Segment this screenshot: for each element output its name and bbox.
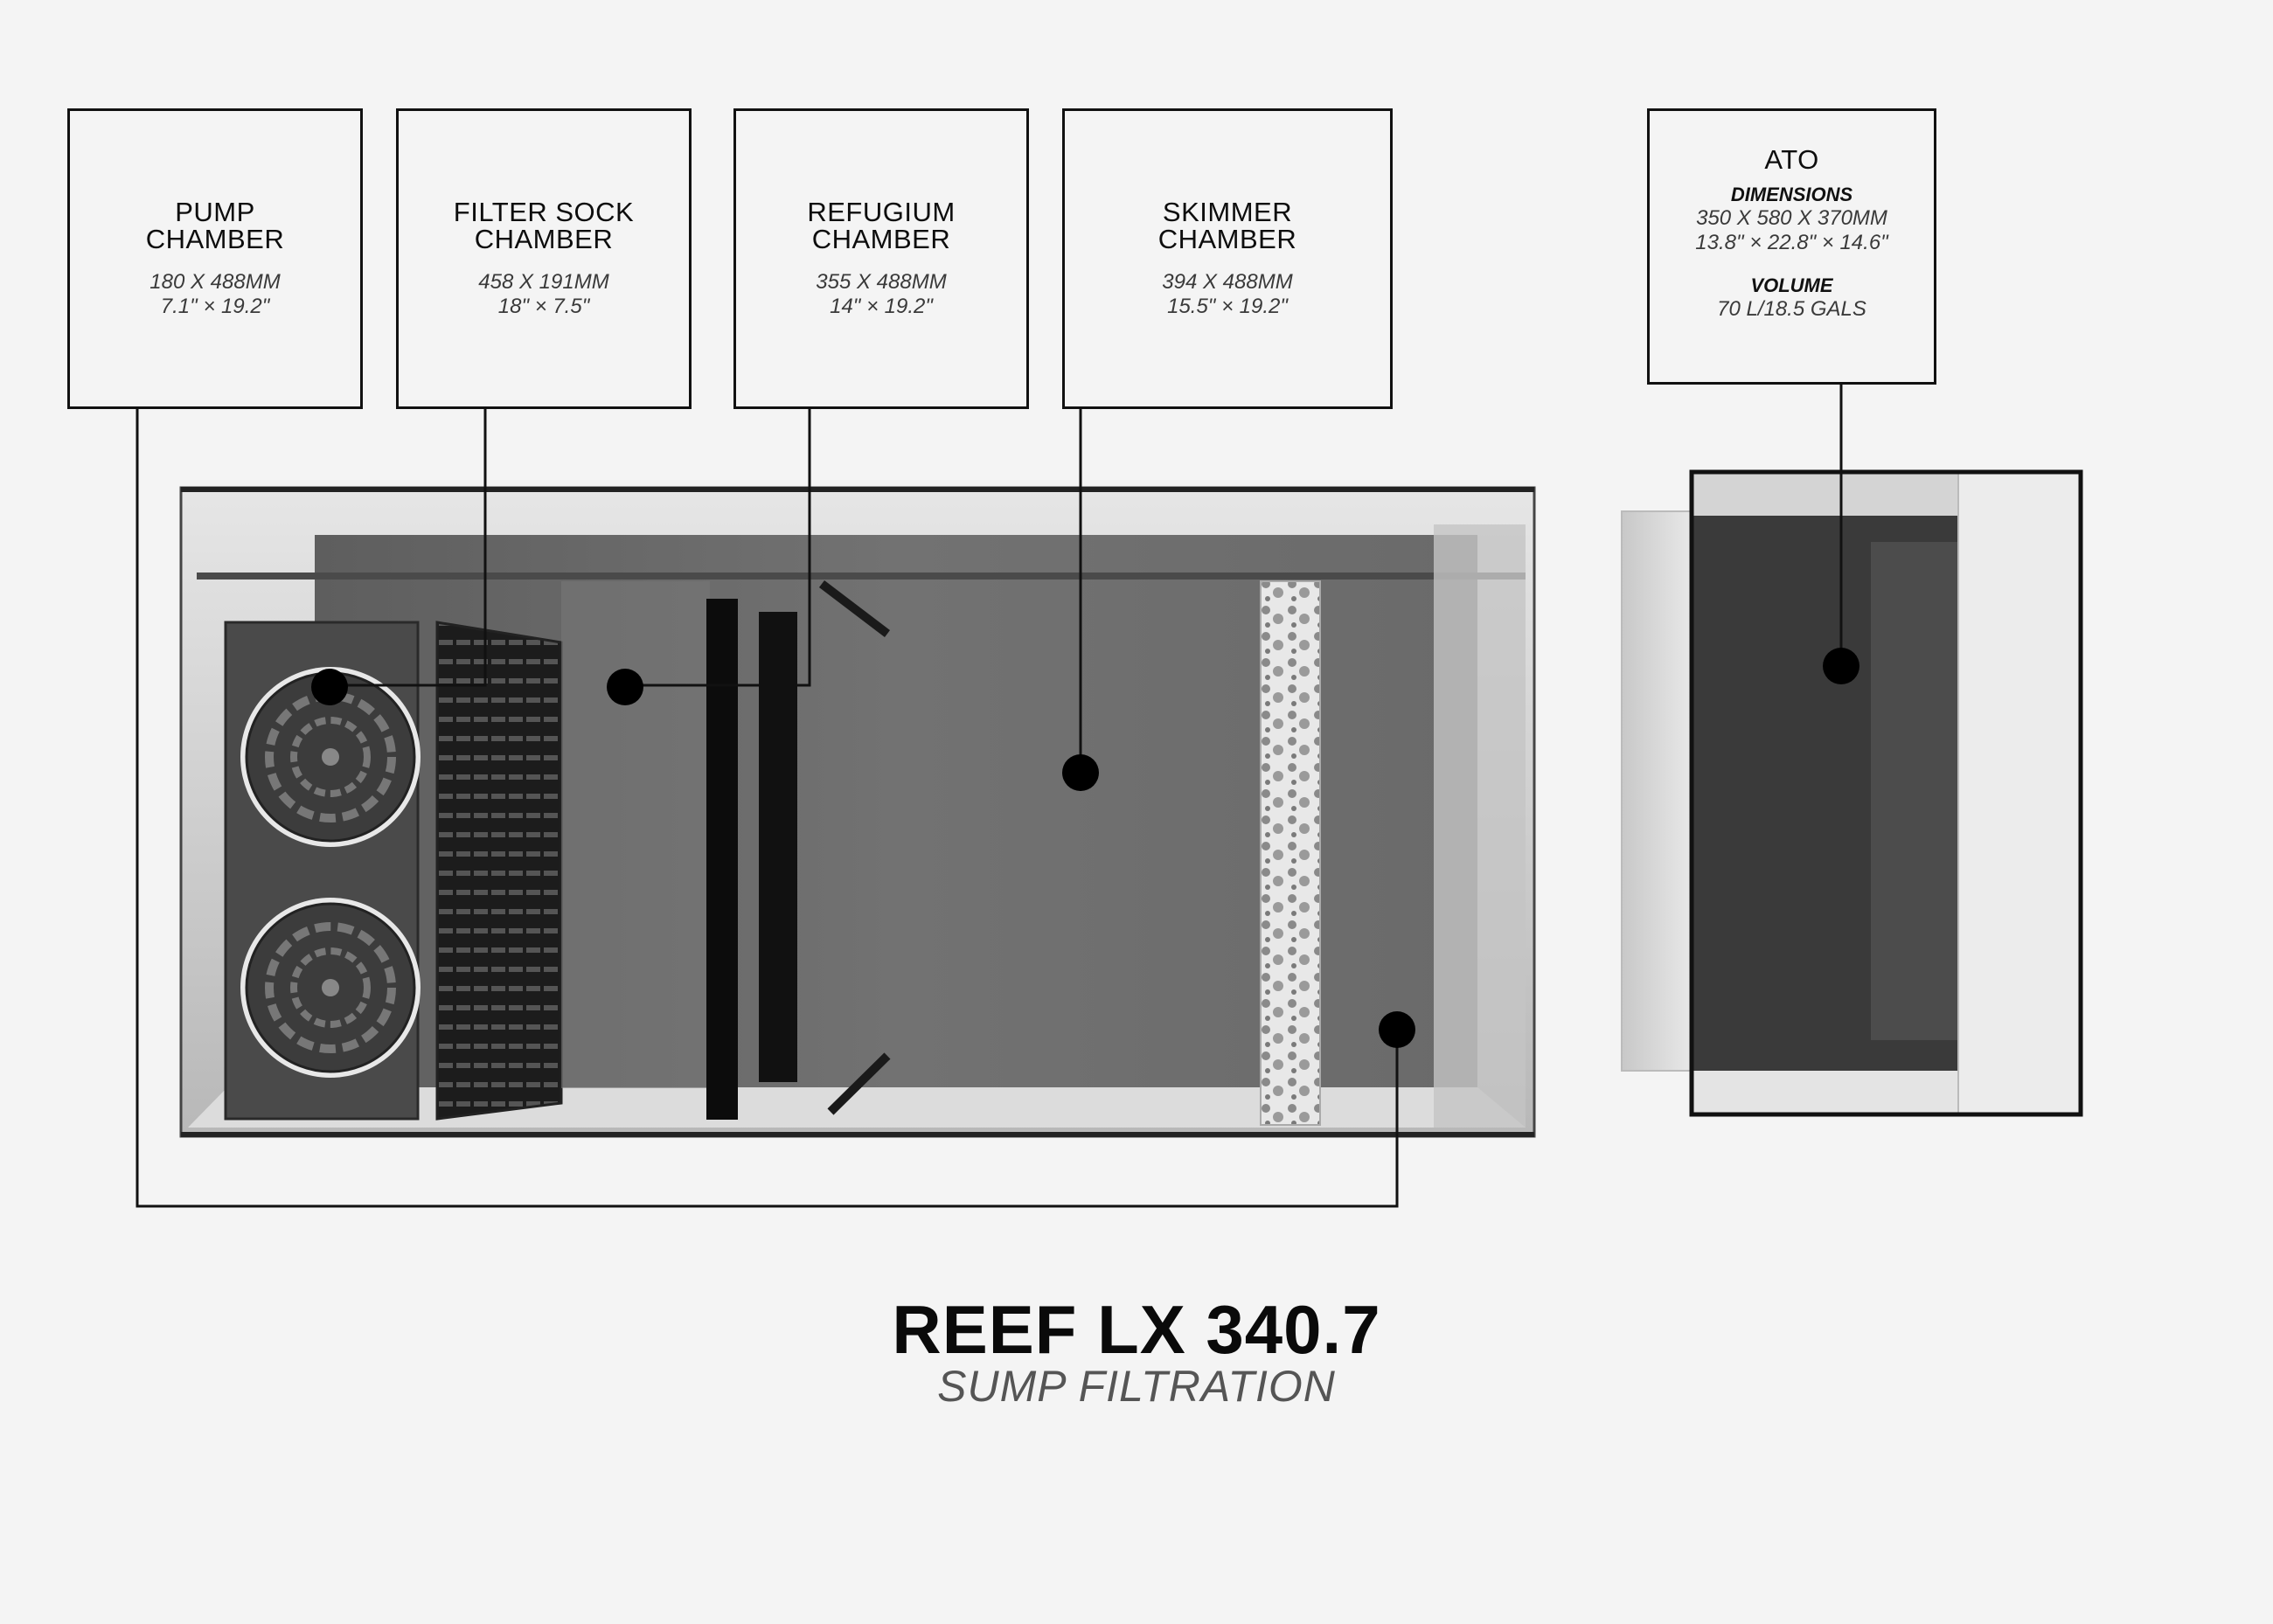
ato-dim-in: 13.8" × 22.8" × 14.6" [1695,231,1888,254]
filter-sock-chamber-label-box: FILTER SOCK CHAMBER 458 X 191MM 18" × 7.… [396,108,692,409]
ato-name: ATO [1764,144,1819,175]
refugium-rod-bottom [827,1052,891,1115]
callout-dots [311,648,1859,1048]
refugium-chamber-name-line1: REFUGIUM [807,197,956,227]
pump-chamber-dim-in: 7.1" × 19.2" [160,295,270,318]
refugium-chamber-name-line2: CHAMBER [811,224,951,254]
return-pump-bottom [240,898,421,1078]
ato-top-band [1692,472,1958,516]
filter-sock-chamber-dim-in: 18" × 7.5" [497,295,590,318]
ato-volume-label: VOLUME [1750,274,1833,296]
dot-filter-sock [311,669,348,705]
pump-chamber-label-box: PUMP CHAMBER 180 X 488MM 7.1" × 19.2" [67,108,363,409]
filter-sock-chamber-name-line1: FILTER SOCK [453,197,635,227]
ato-left-glass [1621,510,1693,1072]
return-pump-top [240,667,421,847]
ato-dim-mm: 350 X 580 X 370MM [1696,206,1887,230]
ato-bottom-band [1692,1071,1958,1114]
refugium-rod-top [818,580,891,637]
refugium-chamber-dim-in: 14" × 19.2" [830,295,933,318]
dot-pump [1379,1011,1415,1048]
pump-chamber-name-line2: CHAMBER [145,224,285,254]
filter-sock-panel [435,621,563,1121]
ato-right-glass [1957,471,2082,1115]
ato-dimensions-label: DIMENSIONS [1730,184,1853,205]
product-subtitle: SUMP FILTRATION [937,1362,1336,1411]
dot-ato [1823,648,1859,684]
refugium-baffle-2 [759,612,797,1082]
leader-line-pump [136,408,1399,1208]
filter-sock-chamber-name-line2: CHAMBER [474,224,614,254]
refugium-baffle-1 [706,599,738,1120]
product-title: REEF LX 340.7 [892,1291,1381,1368]
dot-refugium [607,669,643,705]
ato-reservoir [1621,469,2083,1117]
ato-volume: 70 L/18.5 GALS [1717,297,1866,321]
dot-skimmer [1062,754,1099,791]
pump-chamber-dim-mm: 180 X 488MM [149,270,281,294]
leader-lines [136,384,1843,1208]
skimmer-chamber-label-box: SKIMMER CHAMBER 394 X 488MM 15.5" × 19.2… [1062,108,1393,409]
filter-sock-chamber-dim-mm: 458 X 191MM [478,270,609,294]
sump-water-ledge [197,573,1526,580]
skimmer-chamber-dim-mm: 394 X 488MM [1162,270,1293,294]
leader-line-refugium [625,408,811,687]
sump-tank [179,486,1536,1138]
ato-frame [1689,469,2083,1117]
ato-label-box: ATO DIMENSIONS 350 X 580 X 370MM 13.8" ×… [1647,108,1936,385]
ato-inner-wall [1871,542,1958,1040]
filter-sock-area [561,581,710,1088]
sump-right-glass [1434,524,1526,1128]
skimmer-chamber-name-line1: SKIMMER [1162,197,1293,227]
bubble-trap-sponge [1260,580,1321,1126]
pump-chamber-name-line1: PUMP [175,197,255,227]
leader-line-filter-sock [330,408,487,687]
refugium-chamber-dim-mm: 355 X 488MM [816,270,947,294]
skimmer-chamber-name-line2: CHAMBER [1157,224,1297,254]
skimmer-chamber-dim-in: 15.5" × 19.2" [1167,295,1288,318]
refugium-chamber-label-box: REFUGIUM CHAMBER 355 X 488MM 14" × 19.2" [733,108,1029,409]
